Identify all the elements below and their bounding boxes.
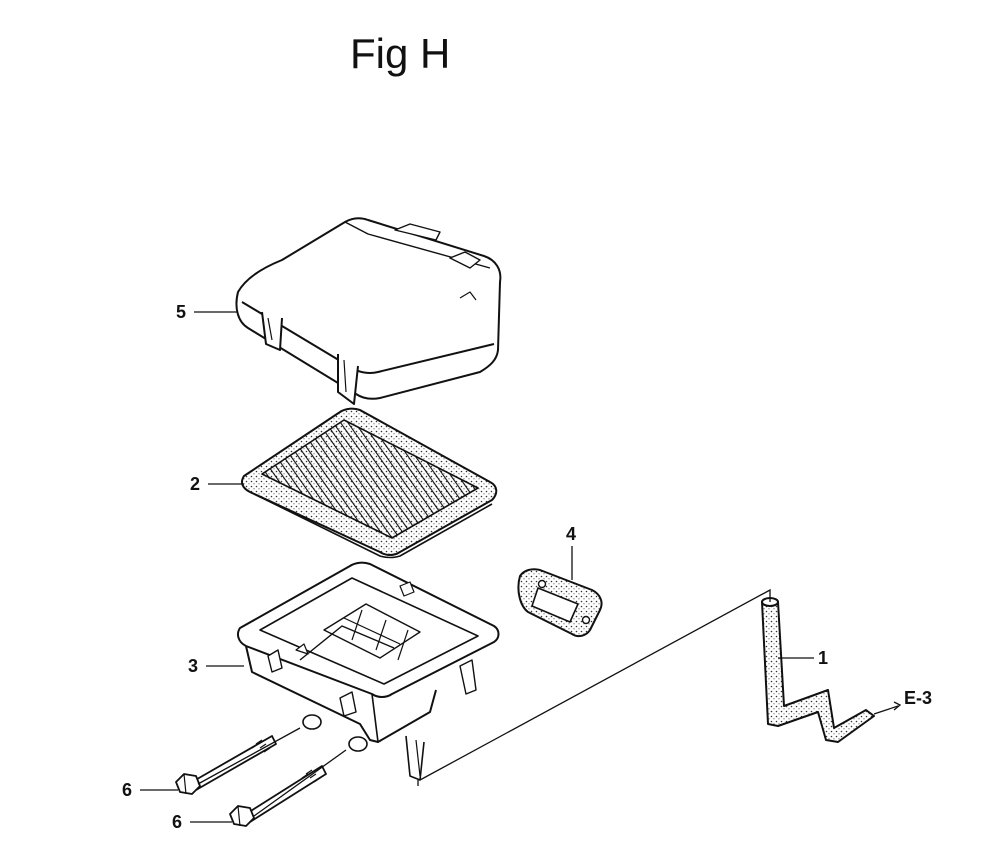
flange-bolt-upper xyxy=(175,735,277,795)
air-cleaner-cover xyxy=(235,217,502,405)
leader-lines xyxy=(140,311,902,823)
callout-4: 4 xyxy=(566,524,577,544)
callout-6-lower: 6 xyxy=(172,812,183,832)
air-filter-element xyxy=(241,407,498,559)
callout-3: 3 xyxy=(188,656,199,676)
callout-2: 2 xyxy=(190,474,201,494)
breather-tube xyxy=(761,597,875,743)
callout-5: 5 xyxy=(176,302,187,322)
figure-title: Fig H xyxy=(350,30,451,77)
air-cleaner-case xyxy=(237,561,500,781)
reference-label: E-3 xyxy=(904,688,933,708)
callout-6-upper: 6 xyxy=(122,780,133,800)
callout-1: 1 xyxy=(818,648,829,668)
gasket xyxy=(517,568,603,638)
